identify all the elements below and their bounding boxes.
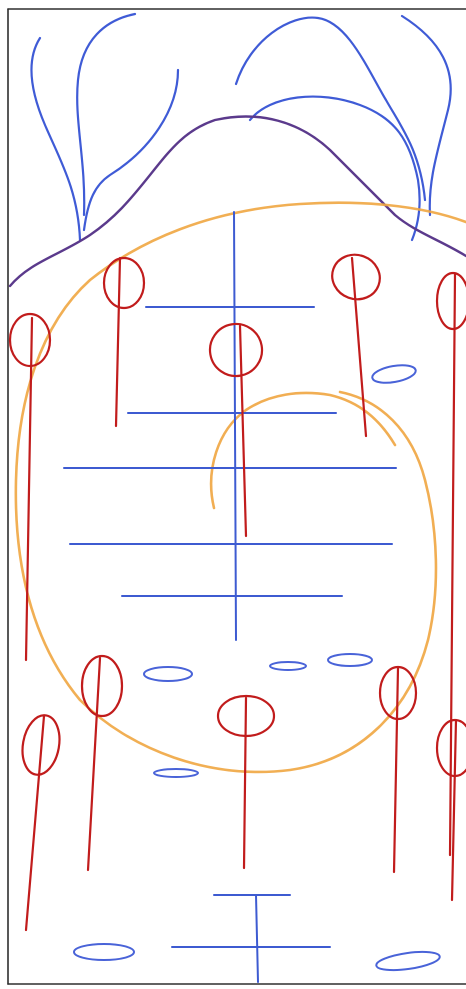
grid-lines [64,212,396,982]
frame [8,9,466,984]
puddle-ellipses [74,362,441,973]
horizon-line [10,117,466,286]
tree-8 [218,696,274,868]
tree-6 [82,656,122,870]
tree-9 [380,667,416,872]
tree-1 [104,258,144,426]
tree-lollipops [10,248,466,930]
tree-7 [18,712,64,930]
